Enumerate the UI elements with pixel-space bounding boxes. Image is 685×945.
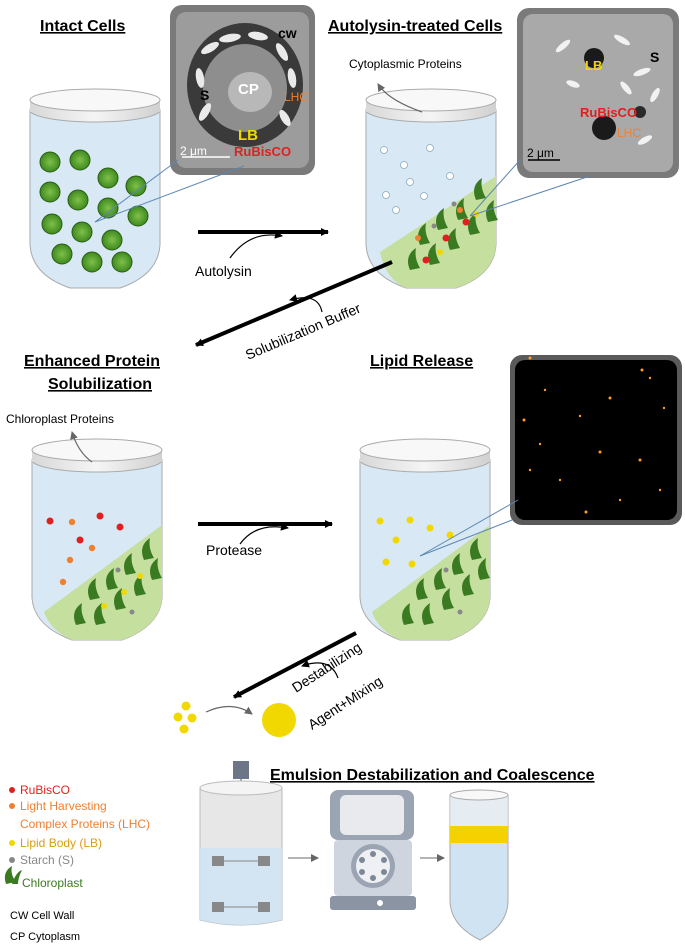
title-intact-cells: Intact Cells — [40, 18, 125, 35]
zoom-line-2a — [469, 159, 521, 217]
label-lb-treated: LB — [585, 58, 602, 73]
lipid-droplet-large — [262, 703, 296, 737]
micrograph-fluorescence — [510, 355, 682, 525]
intact-cells-group — [39, 149, 149, 273]
label-cytoplasmic-proteins: Cytoplasmic Proteins — [349, 57, 462, 71]
arrow-chloroplast-release — [70, 431, 93, 463]
legend-lhc-2: Complex Proteins (LHC) — [20, 817, 150, 831]
tube-intact-cells — [29, 88, 161, 289]
label-rubisco-treated: RuBisCO — [580, 105, 637, 120]
lipid-droplets-small — [173, 701, 197, 734]
micrograph-intact: 2 μm cw CP S LHC LB RuBisCO — [170, 5, 315, 175]
title-lipid-release: Lipid Release — [370, 353, 473, 370]
tube-enhanced-protein — [31, 438, 163, 641]
legend-lhc-1: Light Harvesting — [20, 799, 107, 813]
zoom-line-3a — [419, 499, 519, 557]
label-cp: CP — [238, 81, 259, 98]
title-enhanced-protein-1: Enhanced Protein — [24, 353, 160, 370]
label-rubisco-intact: RuBisCO — [234, 144, 291, 159]
label-autolysin: Autolysin — [195, 263, 252, 279]
separated-tube — [449, 789, 509, 941]
legend: RuBisCO Light Harvesting Complex Protein… — [4, 783, 150, 943]
label-lhc-treated: LHC — [617, 126, 641, 140]
legend-rubisco: RuBisCO — [20, 783, 70, 797]
arrow-coalescence — [205, 705, 253, 715]
legend-cw: CW Cell Wall — [10, 910, 74, 922]
label-s-treated: S — [650, 49, 659, 65]
arrow-solubilization — [195, 260, 393, 347]
legend-lb: Lipid Body (LB) — [20, 836, 102, 850]
zoom-line-2b — [469, 175, 591, 217]
legend-starch: Starch (S) — [20, 853, 74, 867]
scale-bar-treated: 2 μm — [527, 146, 554, 160]
label-s-intact: S — [200, 87, 209, 103]
centrifuge — [330, 790, 416, 910]
title-autolysin-treated: Autolysin-treated Cells — [328, 18, 502, 35]
mixing-vessel — [199, 761, 283, 926]
tube-autolysin-treated — [365, 88, 498, 289]
label-cw: cw — [278, 25, 297, 41]
label-protease: Protease — [206, 542, 262, 558]
zoom-line-3b — [419, 519, 513, 557]
title-emulsion: Emulsion Destabilization and Coalescence — [270, 767, 595, 784]
zoom-line-1a — [94, 159, 179, 223]
arrow-destabilizing-curve — [301, 659, 339, 679]
arrow-protease-curve — [239, 522, 289, 545]
label-lhc-intact: LHC — [284, 90, 308, 104]
arrow-cytoplasmic-release — [377, 83, 423, 113]
zoom-line-1b — [94, 165, 245, 223]
label-solubilization-buffer: Solubilization Buffer — [243, 300, 363, 363]
legend-cp: CP Cytoplasm — [10, 931, 80, 943]
micrograph-treated: 2 μm LB S RuBisCO LHC — [517, 8, 679, 178]
legend-chloroplast: Chloroplast — [22, 876, 83, 890]
label-lb-intact: LB — [238, 127, 258, 144]
arrow-destabilizing — [233, 631, 357, 699]
arrow-autolysin-curve — [229, 230, 283, 259]
title-enhanced-protein-2: Solubilization — [48, 376, 152, 393]
arrow-solubilization-curve — [289, 294, 323, 313]
tube-lipid-release — [359, 438, 491, 641]
scale-bar-intact: 2 μm — [180, 144, 207, 158]
label-chloroplast-proteins: Chloroplast Proteins — [6, 412, 114, 426]
